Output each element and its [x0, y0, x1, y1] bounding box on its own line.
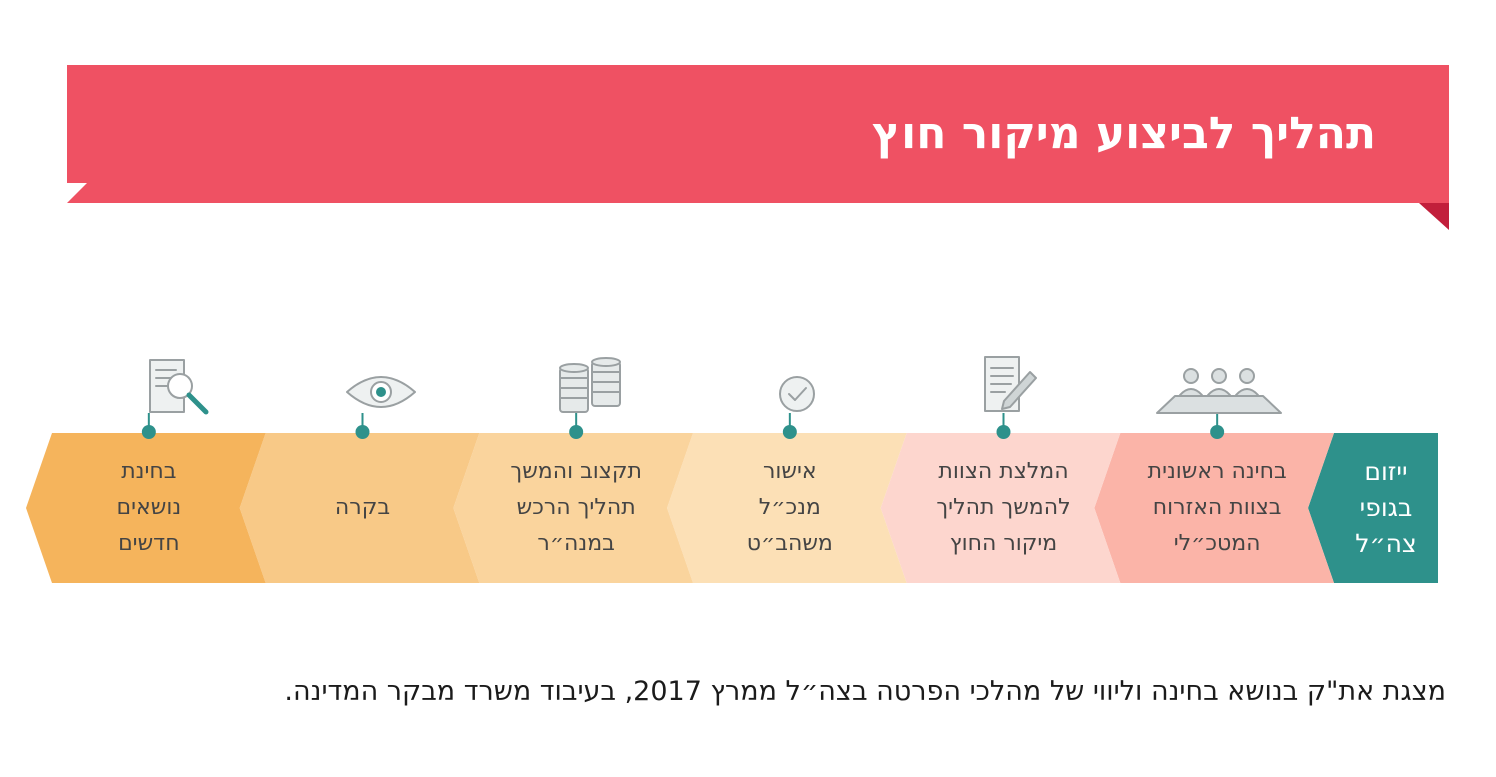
connector-dot [782, 425, 797, 439]
step-label-line: בגופי [1359, 493, 1413, 522]
step-label: תקצוב והמשך תהליך הרכש במנה״ר [484, 454, 668, 562]
step-label-line: מיקור החוץ [949, 531, 1058, 556]
step-label: ייזום בגופי צה״ל [1341, 454, 1431, 562]
step-label-line: בחינה ראשונית [1147, 459, 1287, 484]
step-shape [1308, 433, 1438, 583]
step-label-line: משהב״ט [746, 531, 833, 556]
step-label-line: תקצוב והמשך [510, 459, 642, 484]
eye-icon [346, 376, 416, 408]
step-label-line: ייזום [1364, 457, 1408, 486]
step-label-line: בקרה [334, 495, 391, 520]
checkmark-circle-icon [779, 376, 815, 412]
step-label: בחינה ראשונית בצוות האזרוח המטכ״לי [1125, 454, 1309, 562]
step-shape [667, 433, 907, 583]
step-label-line: בצוות האזרוח [1152, 495, 1282, 520]
document-pencil-icon [984, 356, 1037, 412]
step-label-line: במנה״ר [537, 531, 615, 556]
step-label: המלצת הצוות להמשך תהליך מיקור החוץ [912, 454, 1096, 562]
step-label-line: נושאים [116, 495, 182, 520]
coin-stacks-icon [559, 357, 621, 413]
step-shape [26, 433, 266, 583]
step-label-line: בחינת [121, 459, 177, 484]
team-meeting-icon [1156, 368, 1282, 414]
connector-dot [996, 425, 1011, 439]
banner-notch [67, 183, 87, 203]
step-label: בחינת נושאים חדשים [57, 454, 241, 562]
step-label: אישור מנכ״ל משהב״ט [698, 454, 882, 562]
step-label-line: להמשך תהליך [936, 495, 1071, 520]
step-label-line: חדשים [118, 531, 180, 556]
step-shape [880, 433, 1121, 583]
step-label-line: אישור [763, 459, 817, 484]
document-magnifier-icon [149, 359, 209, 415]
step-label-line: תהליך הרכש [516, 495, 636, 520]
step-shape [239, 433, 480, 583]
step-shape [1094, 433, 1334, 583]
source-caption: מצגת את"ק בנושא בחינה וליווי של מהלכי הפ… [284, 676, 1446, 707]
title-banner [67, 65, 1449, 203]
step-shape [453, 433, 693, 583]
step-label-line: המלצת הצוות [938, 459, 1069, 484]
connector-dot [355, 425, 370, 439]
step-label-line: מנכ״ל [758, 495, 821, 520]
step-label-line: המטכ״לי [1173, 531, 1261, 556]
step-label: בקרה [271, 490, 455, 526]
connector-dot [1210, 425, 1225, 439]
connector-dot [141, 425, 156, 439]
step-label-line: צה״ל [1355, 529, 1417, 558]
connector-dot [569, 425, 584, 439]
page-title: תהליך לביצוע מיקור חוץ [872, 108, 1376, 159]
banner-fold [1419, 203, 1449, 230]
